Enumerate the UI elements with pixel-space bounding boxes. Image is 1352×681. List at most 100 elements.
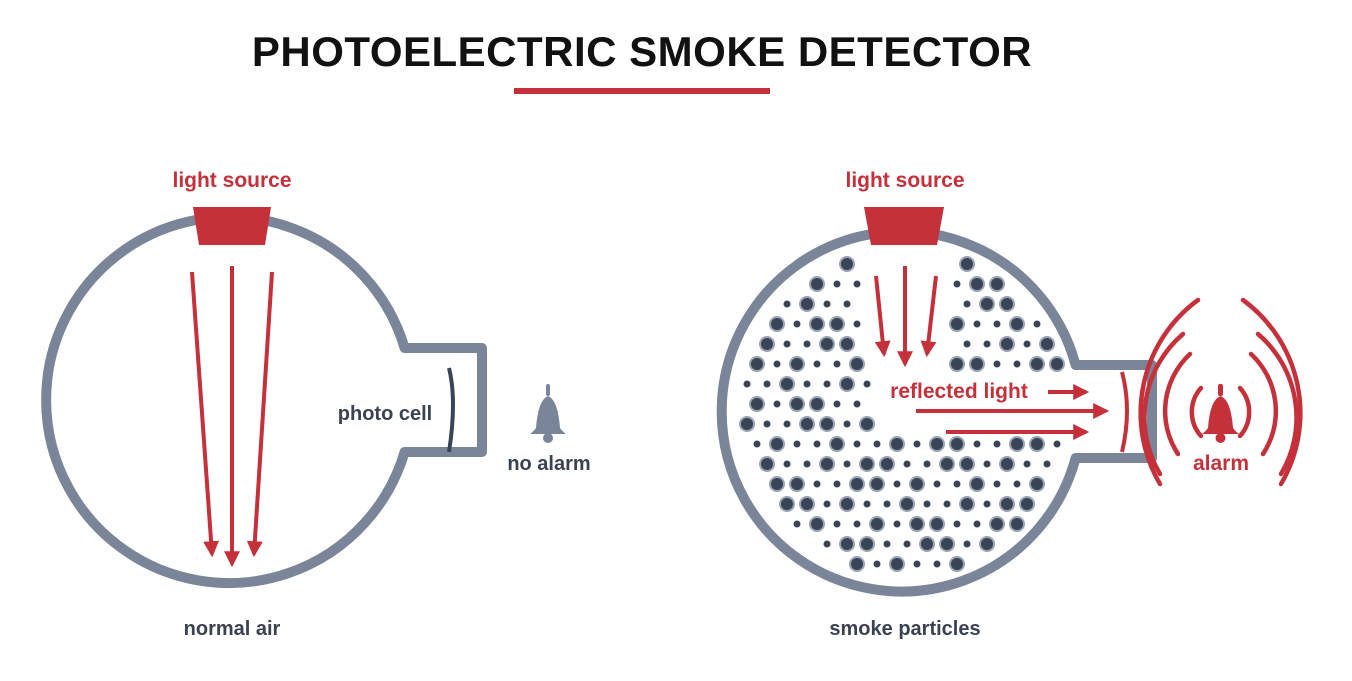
smoke-particle (839, 336, 855, 352)
right-beam-3 (920, 275, 938, 358)
smoke-particle (949, 556, 965, 572)
smoke-particle (779, 376, 795, 392)
smoke-particle (973, 320, 981, 328)
smoke-particle (1019, 496, 1035, 512)
smoke-particle (833, 360, 841, 368)
alarm-label: alarm (1193, 452, 1249, 475)
smoke-particle (903, 460, 911, 468)
smoke-particle (959, 256, 975, 272)
title-underline (514, 88, 770, 94)
smoke-particle (803, 340, 811, 348)
smoke-particles (739, 256, 1065, 572)
left-caption: normal air (184, 618, 281, 640)
smoke-particle (963, 540, 971, 548)
smoke-particle (993, 360, 1001, 368)
smoke-particle (943, 500, 951, 508)
smoke-particle (809, 276, 825, 292)
smoke-particle (933, 480, 941, 488)
smoke-particle (1029, 356, 1045, 372)
left-chamber-outline (41, 212, 487, 588)
smoke-particle (849, 476, 865, 492)
smoke-particle (1013, 360, 1021, 368)
smoke-particle (893, 480, 901, 488)
smoke-particle (833, 400, 841, 408)
smoke-particle (759, 456, 775, 472)
smoke-particle (883, 500, 891, 508)
smoke-particle (853, 280, 861, 288)
smoke-particle (763, 420, 771, 428)
smoke-particle (953, 480, 961, 488)
right-caption: smoke particles (829, 618, 980, 640)
smoke-particle (839, 256, 855, 272)
right-light-beams (874, 266, 938, 368)
smoke-particle (789, 356, 805, 372)
smoke-particle (899, 496, 915, 512)
smoke-particle (749, 396, 765, 412)
left-light-source-label: light source (172, 169, 291, 192)
smoke-particle (783, 460, 791, 468)
smoke-particle (843, 460, 851, 468)
smoke-particle (823, 540, 831, 548)
bell-icon-active (1202, 384, 1239, 443)
smoke-particle (993, 320, 1001, 328)
right-photo-cell (1120, 371, 1129, 453)
smoke-particle (969, 356, 985, 372)
smoke-particle (769, 436, 785, 452)
smoke-particle (789, 476, 805, 492)
right-chamber-outline (716, 226, 1157, 597)
photo-cell-label: photo cell (338, 403, 432, 425)
smoke-particle (909, 516, 925, 532)
smoke-particle (949, 436, 965, 452)
smoke-particle (783, 340, 791, 348)
smoke-particle (923, 500, 931, 508)
smoke-particle (769, 316, 785, 332)
smoke-particle (959, 496, 975, 512)
smoke-particle (909, 476, 925, 492)
smoke-particle (859, 456, 875, 472)
left-photo-cell (447, 367, 455, 453)
smoke-particle (773, 400, 781, 408)
smoke-particle (983, 460, 991, 468)
left-light-beams (190, 266, 274, 568)
smoke-particle (1043, 460, 1051, 468)
smoke-particle (773, 360, 781, 368)
smoke-particle (859, 416, 875, 432)
left-beam-1 (190, 271, 220, 558)
smoke-particle (999, 456, 1015, 472)
smoke-particle (763, 380, 771, 388)
smoke-particle (1033, 320, 1041, 328)
smoke-particle (1013, 480, 1021, 488)
smoke-particle (843, 300, 851, 308)
smoke-particle (953, 280, 961, 288)
smoke-particle (853, 520, 861, 528)
smoke-particle (973, 520, 981, 528)
smoke-particle (999, 296, 1015, 312)
right-panel-smoke-particles: light source reflected light smoke parti… (716, 169, 1303, 640)
smoke-particle (933, 560, 941, 568)
smoke-particle (819, 336, 835, 352)
bell-icon-inactive (530, 384, 566, 443)
smoke-particle (793, 440, 801, 448)
right-light-source-label: light source (845, 169, 964, 192)
smoke-particle (959, 456, 975, 472)
smoke-particle (809, 316, 825, 332)
left-panel-normal-air: light source photo cell normal air no al… (41, 169, 591, 640)
smoke-particle (839, 536, 855, 552)
right-light-source-lamp (864, 207, 944, 245)
smoke-particle (999, 496, 1015, 512)
smoke-particle (979, 296, 995, 312)
smoke-particle (789, 396, 805, 412)
smoke-particle (969, 276, 985, 292)
sound-wave-icon (1138, 297, 1303, 487)
smoke-particle (833, 280, 841, 288)
smoke-particle (803, 460, 811, 468)
smoke-particle (983, 500, 991, 508)
smoke-particle (973, 440, 981, 448)
smoke-particle (1053, 440, 1061, 448)
smoke-particle (793, 320, 801, 328)
smoke-particle (963, 300, 971, 308)
smoke-particle (853, 400, 861, 408)
smoke-particle (929, 436, 945, 452)
smoke-particle (849, 356, 865, 372)
smoke-particle (823, 380, 831, 388)
